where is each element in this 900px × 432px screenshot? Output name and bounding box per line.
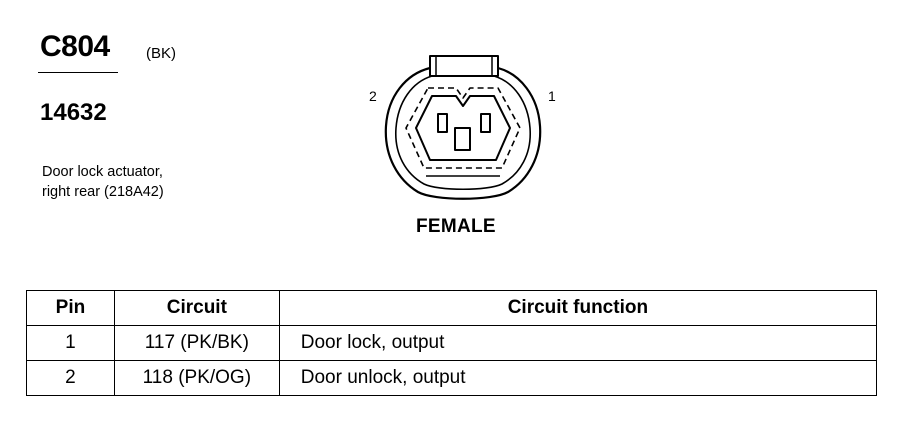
table-header-row: Pin Circuit Circuit function: [26, 290, 878, 326]
cell-circuit-function: Door lock, output: [278, 325, 878, 361]
connector-seal-dashed: [405, 87, 521, 169]
pin-label-1: 1: [548, 88, 556, 104]
pin-function-table: Pin Circuit Circuit function 1 117 (PK/B…: [26, 290, 878, 396]
header-circuit: Circuit: [113, 290, 280, 326]
connector-description: Door lock actuator, right rear (218A42): [42, 162, 164, 202]
cell-pin: 2: [26, 360, 115, 396]
table-row: 1 117 (PK/BK) Door lock, output: [26, 325, 878, 361]
connector-face-diagram: [384, 55, 542, 200]
connector-gender-label: FEMALE: [416, 216, 496, 237]
connector-id: C804: [40, 30, 110, 63]
header-circuit-function: Circuit function: [278, 290, 878, 326]
connector-outer-housing: [384, 66, 542, 200]
cell-pin: 1: [26, 325, 115, 361]
connector-id-underline: [38, 72, 118, 73]
terminal-pin-2: [437, 113, 448, 133]
terminal-pin-1: [480, 113, 491, 133]
cell-circuit-function: Door unlock, output: [278, 360, 878, 396]
connector-housing-inner-ring: [395, 75, 531, 191]
connector-cavity: [415, 95, 511, 161]
description-line-1: Door lock actuator,: [42, 164, 163, 180]
connector-lock-tab: [429, 55, 499, 77]
table-row: 2 118 (PK/OG) Door unlock, output: [26, 360, 878, 396]
terminal-center: [454, 127, 471, 151]
pin-label-2: 2: [369, 88, 377, 104]
cell-circuit: 118 (PK/OG): [113, 360, 280, 396]
connector-color-code: (BK): [146, 45, 176, 62]
part-number: 14632: [40, 99, 107, 126]
cell-circuit: 117 (PK/BK): [113, 325, 280, 361]
description-line-2: right rear (218A42): [42, 184, 164, 200]
header-pin: Pin: [26, 290, 115, 326]
